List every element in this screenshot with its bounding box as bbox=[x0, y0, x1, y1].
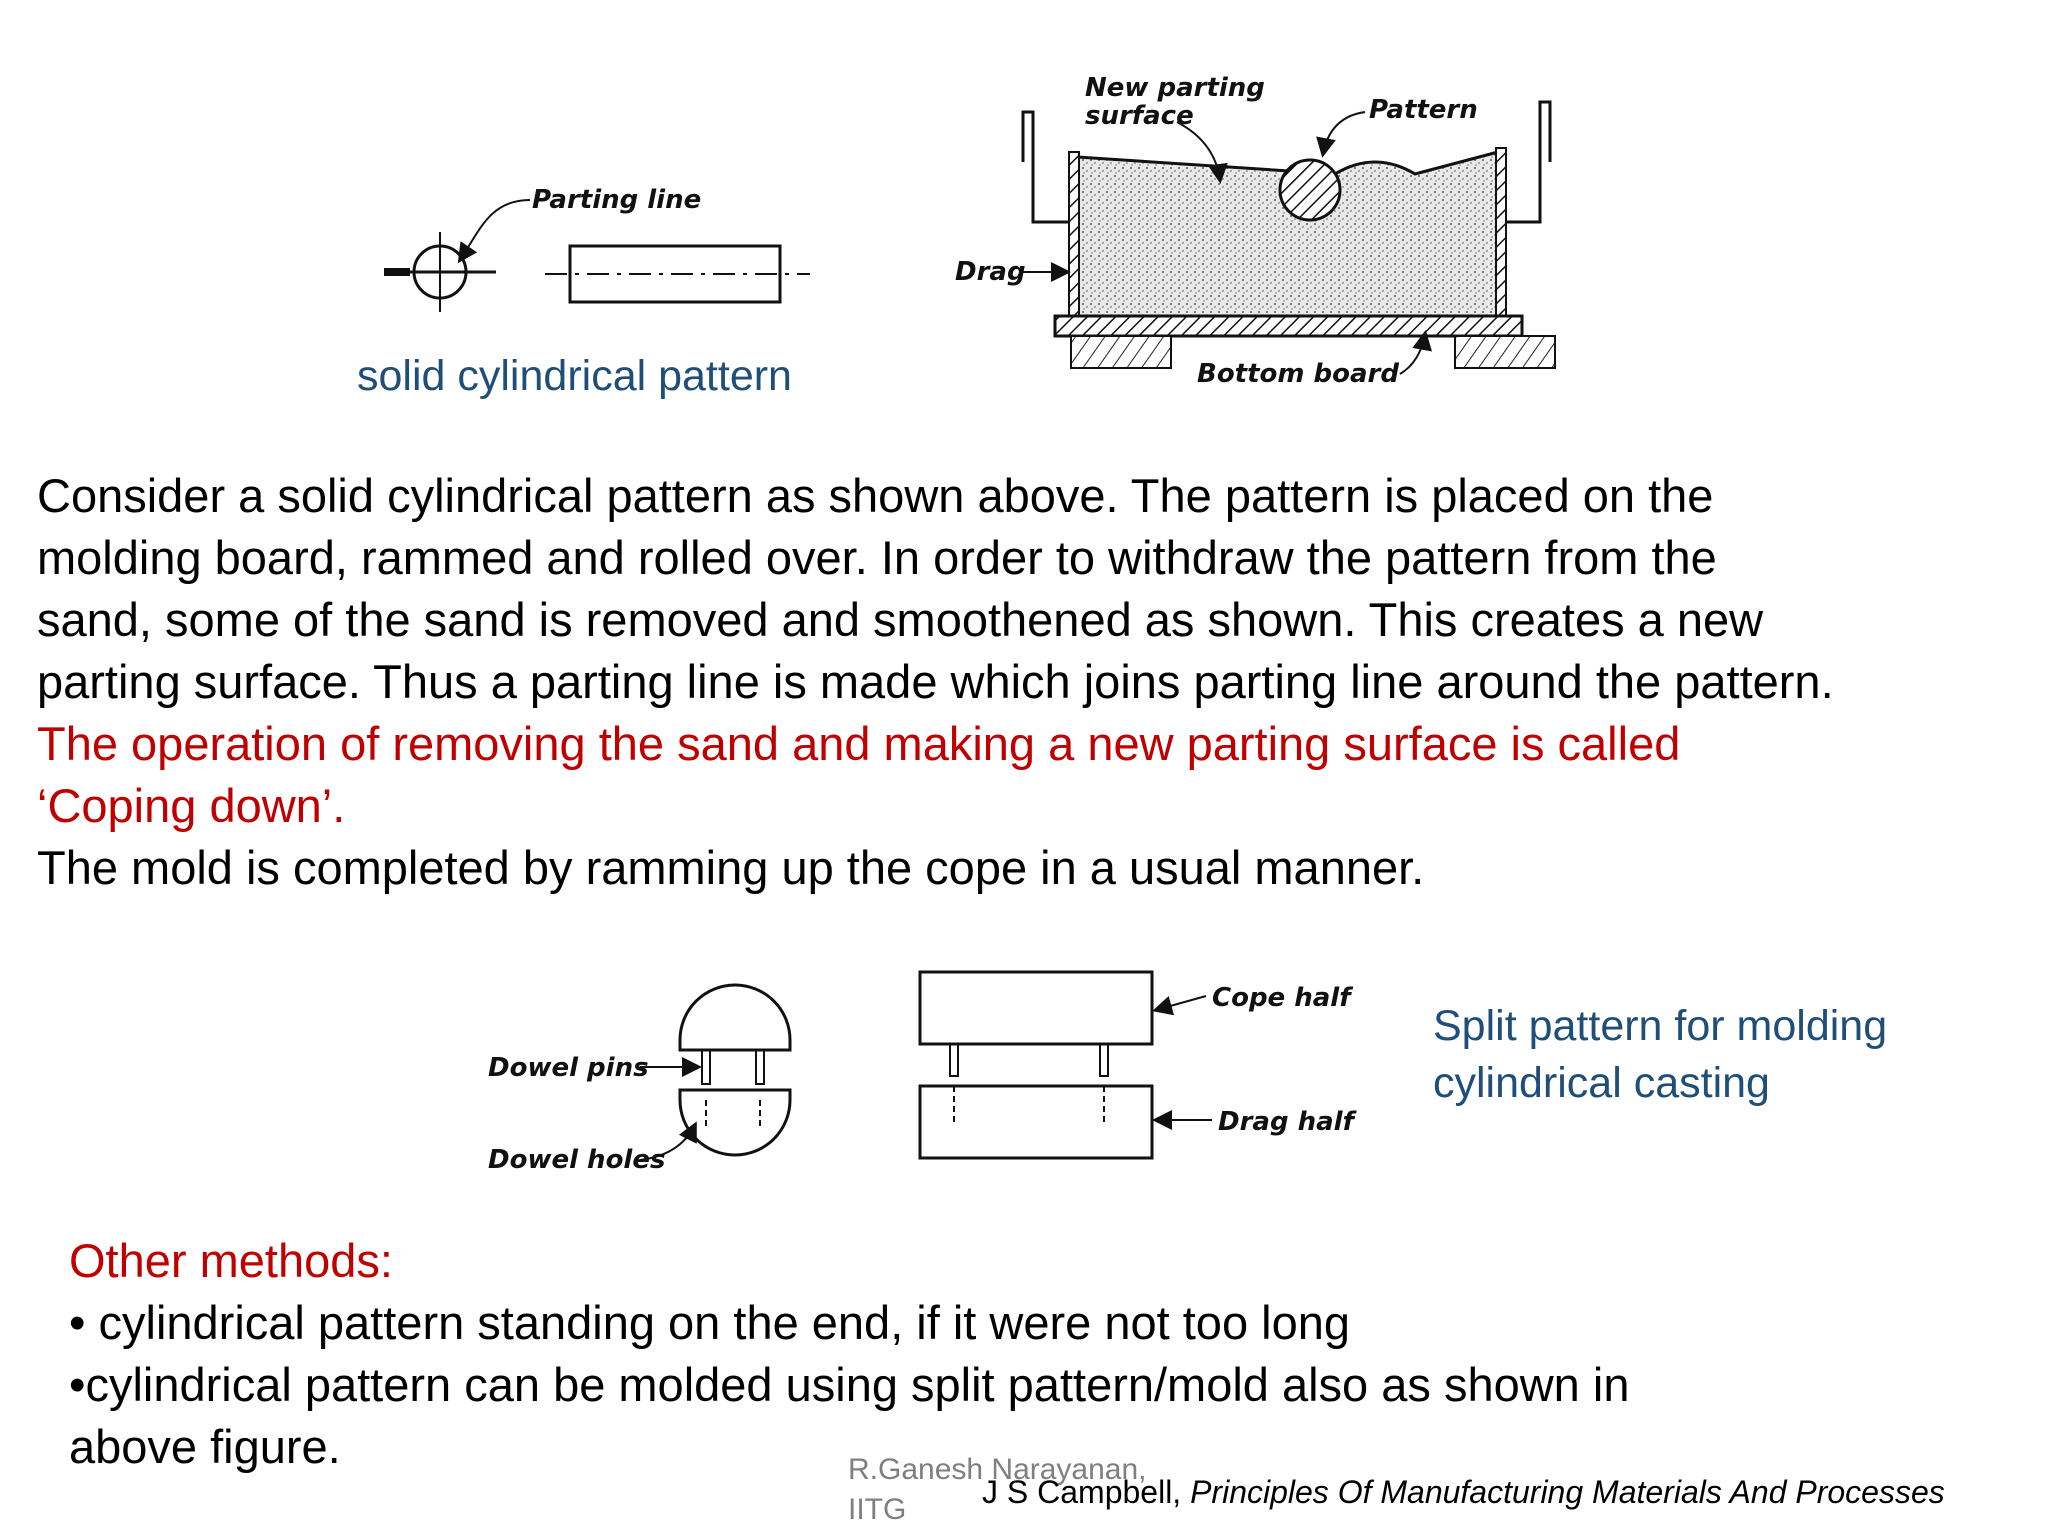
reference-author: J S Campbell, bbox=[982, 1474, 1191, 1510]
method-item-continuation: above figure. bbox=[69, 1420, 341, 1473]
body-line: The mold is completed by ramming up the … bbox=[37, 841, 1425, 894]
split-pattern-figure: Dowel pins Dowel holes Cope half Drag ha… bbox=[480, 960, 1370, 1200]
coping-down-definition: The operation of removing the sand and m… bbox=[37, 717, 1681, 770]
dowel-pins-label: Dowel pins bbox=[488, 1053, 649, 1083]
other-methods-heading: Other methods: bbox=[69, 1234, 393, 1287]
method-item: • cylindrical pattern standing on the en… bbox=[69, 1296, 1351, 1349]
cylinder-end-view bbox=[384, 232, 496, 312]
coping-mold-figure: New parting surface Pattern Drag Bottom … bbox=[945, 62, 1630, 402]
solid-pattern-caption: solid cylindrical pattern bbox=[357, 352, 792, 400]
split-cylinder-side-view bbox=[918, 970, 1154, 1160]
split-caption-line: Split pattern for molding bbox=[1433, 1002, 1888, 1050]
body-line: sand, some of the sand is removed and sm… bbox=[37, 593, 1764, 646]
reference-title: Principles Of Manufacturing Materials An… bbox=[1190, 1474, 1945, 1510]
method-item: •cylindrical pattern can be molded using… bbox=[69, 1358, 1630, 1411]
split-pattern-caption: Split pattern for molding cylindrical ca… bbox=[1433, 998, 1887, 1112]
cylinder-side-view bbox=[545, 244, 810, 304]
author-institute: IITG bbox=[848, 1493, 907, 1526]
coping-down-term: ‘Coping down’. bbox=[37, 779, 346, 832]
solid-pattern-figure: Parting line bbox=[370, 160, 830, 320]
split-cylinder-end-view bbox=[678, 983, 792, 1157]
body-paragraph: Consider a solid cylindrical pattern as … bbox=[37, 465, 2027, 899]
pattern-label: Pattern bbox=[1369, 95, 1478, 125]
drag-half-label: Drag half bbox=[1218, 1107, 1358, 1137]
cope-half-label: Cope half bbox=[1212, 983, 1354, 1013]
bottom-board-label: Bottom board bbox=[1197, 359, 1399, 389]
author-name: R.Ganesh Narayanan, bbox=[848, 1453, 1147, 1486]
pattern-cross-section bbox=[1278, 158, 1342, 222]
author-credit: R.Ganesh Narayanan, IITG bbox=[848, 1450, 1147, 1530]
body-line: molding board, rammed and rolled over. I… bbox=[37, 531, 1717, 584]
new-parting-surface-label-2: surface bbox=[1085, 101, 1194, 131]
bottom-board bbox=[1053, 314, 1524, 338]
drag-label: Drag bbox=[955, 257, 1026, 287]
dowel-holes-label: Dowel holes bbox=[488, 1145, 665, 1175]
other-methods-section: Other methods: • cylindrical pattern sta… bbox=[69, 1230, 1629, 1478]
new-parting-surface-label: New parting bbox=[1085, 73, 1265, 103]
body-line: Consider a solid cylindrical pattern as … bbox=[37, 469, 1714, 522]
split-caption-line: cylindrical casting bbox=[1433, 1059, 1770, 1107]
body-line: parting surface. Thus a parting line is … bbox=[37, 655, 1834, 708]
reference-citation: J S Campbell, Principles Of Manufacturin… bbox=[982, 1474, 1945, 1511]
parting-line-label: Parting line bbox=[532, 185, 701, 215]
